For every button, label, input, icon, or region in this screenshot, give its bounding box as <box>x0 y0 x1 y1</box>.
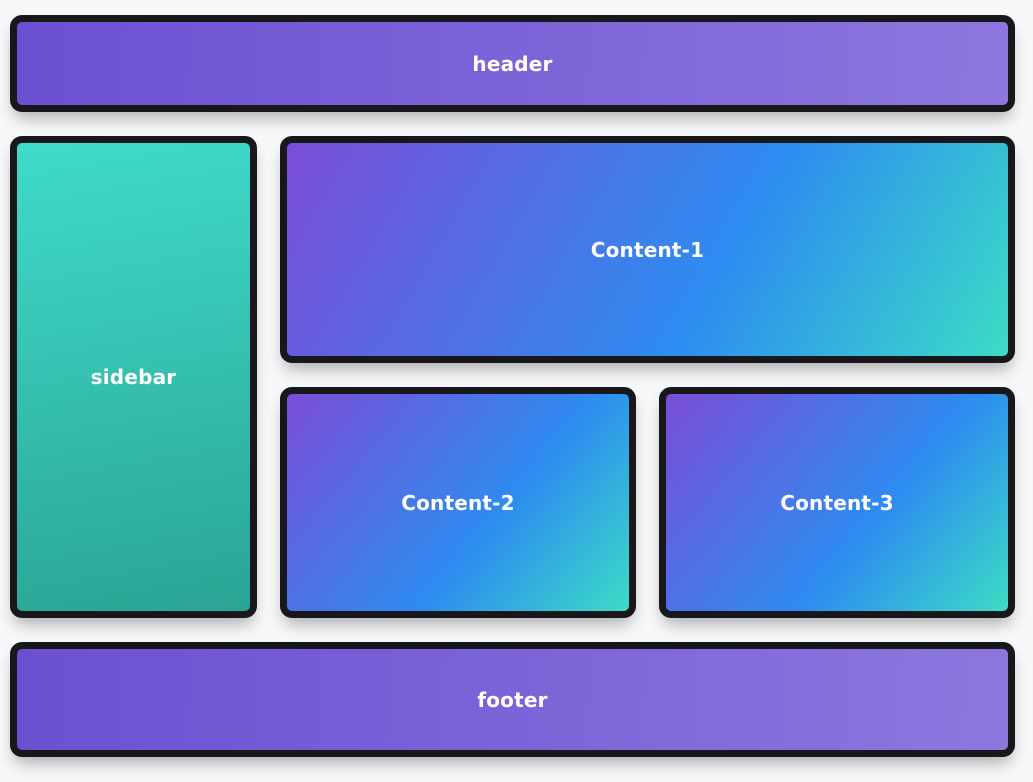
layout-grid: header sidebar Content-1 Content-2 Conte… <box>10 15 1015 757</box>
content-3-panel: Content-3 <box>659 387 1015 618</box>
sidebar-label: sidebar <box>90 365 177 389</box>
sidebar-panel: sidebar <box>10 136 257 618</box>
content-1-label: Content-1 <box>590 237 705 262</box>
footer-panel: footer <box>10 642 1015 757</box>
header-label: header <box>472 51 553 76</box>
footer-label: footer <box>477 687 548 712</box>
content-3-label: Content-3 <box>780 490 894 515</box>
content-2-panel: Content-2 <box>280 387 636 618</box>
content-2-label: Content-2 <box>401 490 515 515</box>
header-panel: header <box>10 15 1015 112</box>
content-1-panel: Content-1 <box>280 136 1015 363</box>
